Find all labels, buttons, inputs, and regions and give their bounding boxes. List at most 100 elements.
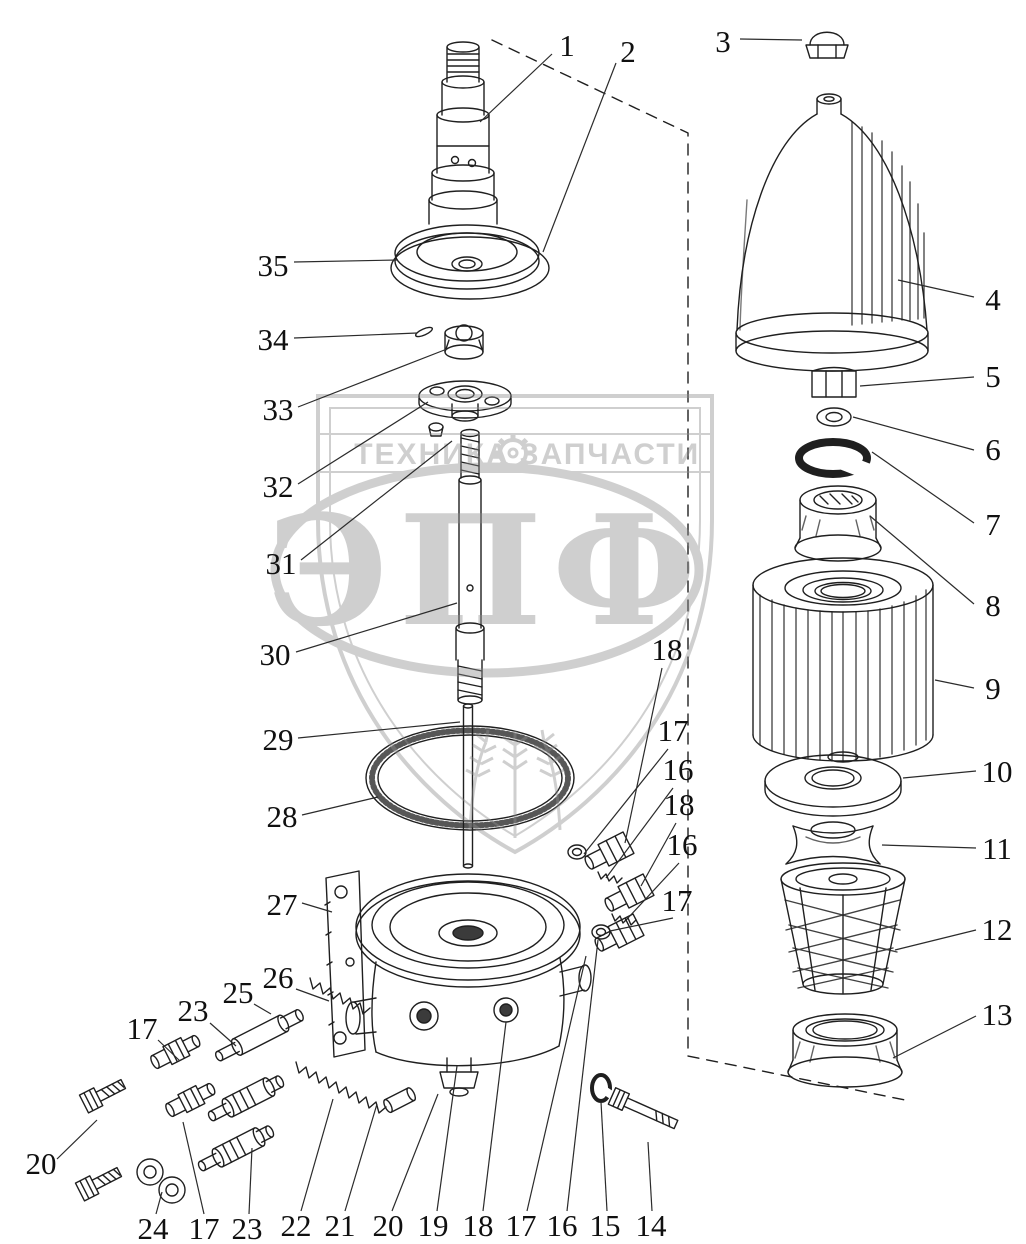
callout-leader-line [293, 332, 418, 339]
callout-label-17: 17 [658, 713, 689, 748]
callout-label-1: 1 [559, 28, 575, 63]
part-17-fitting-b [165, 1082, 216, 1118]
part-1-valve-body [428, 41, 498, 225]
callout-label-32: 32 [263, 469, 294, 504]
callout-label-17: 17 [506, 1208, 537, 1243]
callout-leader-line [209, 1022, 237, 1047]
part-8-retainer [794, 485, 882, 562]
callout-label-33: 33 [263, 392, 294, 427]
brand-text: ЭПФ [268, 481, 707, 660]
callout-label-30: 30 [260, 637, 291, 672]
callout-label-17: 17 [127, 1011, 158, 1046]
callout-leader-line [182, 1121, 205, 1215]
callout-label-8: 8 [985, 588, 1001, 623]
callout-leader-line [293, 259, 399, 263]
callout-label-18: 18 [664, 787, 695, 822]
callout-label-35: 35 [258, 248, 289, 283]
part-27-bracket [324, 870, 366, 1058]
callout-leader-line [297, 721, 461, 739]
callout-label-19: 19 [418, 1208, 449, 1243]
callout-leader-line [56, 1119, 98, 1160]
callout-label-16: 16 [667, 827, 698, 862]
part-13-cup-ring [787, 1013, 903, 1088]
callout-leader-line [391, 1093, 439, 1212]
callout-label-4: 4 [985, 282, 1001, 317]
part-17-fitting-a [150, 1034, 201, 1070]
callout-leader-line [894, 929, 977, 951]
callout-label-34: 34 [258, 322, 290, 357]
callout-leader-line [297, 348, 448, 408]
part-16-spring-lower [611, 913, 637, 926]
callout-label-28: 28 [267, 799, 298, 834]
callout-leader-line [344, 1103, 378, 1212]
callout-leader-line [157, 1039, 181, 1062]
callout-leader-line [566, 939, 599, 1212]
callout-leader-line [881, 844, 977, 849]
part-23-valve-upper [207, 1075, 285, 1122]
part-3-cap-nut [805, 31, 849, 59]
callout-leader-line [739, 38, 803, 41]
callout-leader-lines [56, 38, 977, 1215]
part-housing-head [355, 873, 581, 988]
part-9-filter-element [752, 557, 934, 763]
shield-watermark [316, 394, 714, 855]
callout-leader-line [859, 376, 975, 387]
part-24-rings [136, 1158, 186, 1204]
part-12-strainer [780, 862, 906, 995]
part-16-spring-upper [597, 871, 623, 884]
part-32-flange [418, 380, 512, 422]
callout-leader-line [605, 787, 674, 879]
callout-label-14: 14 [636, 1208, 668, 1243]
part-6-washer [816, 407, 852, 427]
part-10-gasket [764, 754, 902, 817]
part-22-spring [295, 1061, 387, 1114]
part-15-clip [590, 1073, 620, 1103]
brand-oval [270, 462, 704, 678]
callout-label-23: 23 [178, 993, 209, 1028]
callout-label-9: 9 [985, 671, 1001, 706]
callout-label-24: 24 [138, 1211, 170, 1244]
callout-leader-line [526, 955, 587, 1212]
callout-label-18: 18 [652, 632, 683, 667]
part-18-fitting-lower [594, 913, 645, 952]
callout-leader-line [624, 667, 663, 844]
part-20-bolt-a [78, 1078, 127, 1114]
callout-label-17: 17 [189, 1211, 220, 1244]
callout-label-22: 22 [281, 1208, 312, 1243]
callout-leader-line [892, 1015, 977, 1059]
callout-leader-line [647, 1141, 653, 1212]
part-23-valve-lower [197, 1125, 275, 1172]
callout-label-23: 23 [232, 1211, 263, 1244]
callout-leader-line [871, 451, 975, 524]
part-11-spring-plate [785, 821, 881, 865]
callout-label-16: 16 [547, 1208, 578, 1243]
part-17-washer-lower [591, 924, 611, 940]
part-34-pin [414, 326, 434, 338]
part-4-cover-dome [735, 93, 929, 372]
callout-label-21: 21 [325, 1208, 356, 1243]
part-housing-body [345, 957, 592, 1097]
callout-leader-line [600, 1101, 608, 1212]
part-28-seal-ring [365, 725, 575, 831]
callout-leader-line [295, 988, 330, 1002]
callout-leader-line [253, 1003, 272, 1015]
part-31-bolt [428, 422, 444, 437]
callout-leader-line [295, 602, 458, 653]
part-25-plug [214, 1009, 304, 1062]
callout-leader-line [155, 1191, 163, 1215]
callout-leader-line [479, 53, 553, 123]
callout-leader-line [897, 279, 975, 298]
callout-label-31: 31 [266, 546, 297, 581]
callout-leader-line [852, 416, 975, 451]
callout-label-12: 12 [982, 912, 1013, 947]
callout-leader-line [300, 440, 453, 561]
watermark: ТЕХНИКА ЗАПЧАСТИ ЭПФ [268, 394, 714, 855]
callout-label-10: 10 [982, 754, 1013, 789]
callout-label-11: 11 [982, 831, 1012, 866]
part-18-fitting-middle [604, 873, 655, 912]
shield-watermark-inner [329, 407, 701, 838]
callout-label-5: 5 [985, 359, 1001, 394]
part-20-bolt-b [74, 1166, 123, 1202]
